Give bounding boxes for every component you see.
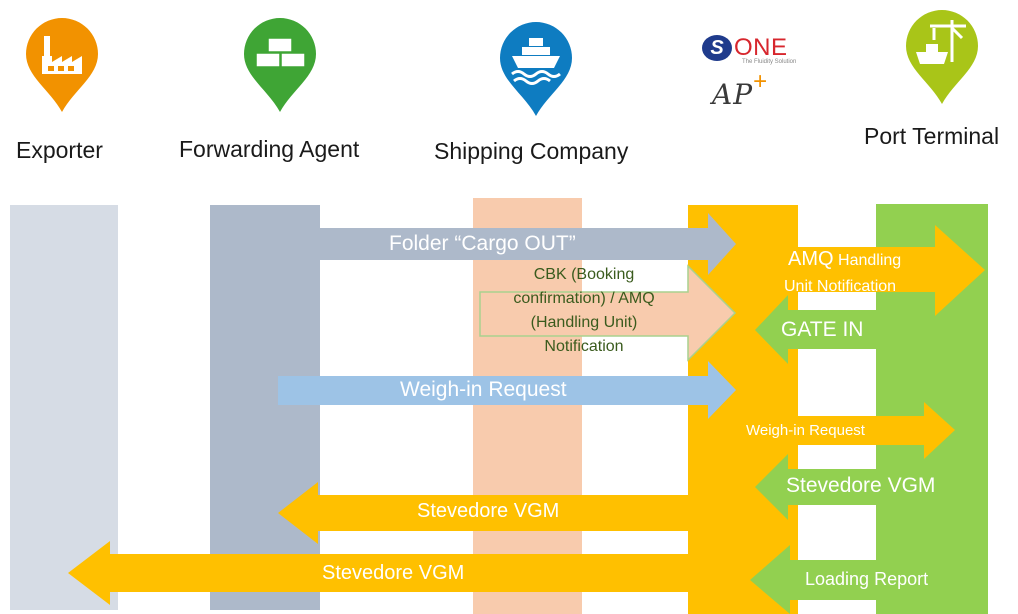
label-gate-in: GATE IN: [781, 318, 864, 341]
label-weigh-in-request-1: Weigh-in Request: [400, 378, 567, 401]
logo-one-text: ONE: [734, 34, 788, 61]
label-cbk-line-1: CBK (Booking: [533, 266, 635, 283]
arrow-cbk: [479, 264, 737, 362]
arrow-stevedore-vgm-1: [755, 454, 876, 520]
logo-ap-mark: +: [753, 68, 768, 95]
arrow-weigh-in-request-1: [278, 361, 736, 419]
label-amq-line-2: Unit Notification: [784, 278, 897, 295]
label-amq-line-1: AMQ Handling: [788, 248, 901, 271]
label-cbk-line-2: confirmation) / AMQ: [513, 290, 655, 307]
label-stevedore-vgm-2: Stevedore VGM: [417, 500, 560, 522]
label-cbk: CBK (Booking confirmation) / AMQ (Handli…: [480, 263, 688, 359]
ship-icon: [500, 22, 572, 116]
crane-ship-icon: [906, 10, 978, 104]
actor-label-forwarding-agent: Forwarding Agent: [179, 136, 360, 162]
label-cbk-line-3: (Handling Unit): [530, 314, 638, 331]
label-amq-rest: Handling: [838, 252, 902, 269]
logo-one-tagline: The Fluidity Solution: [742, 59, 797, 65]
logo-ap-plus: AP+: [712, 68, 767, 111]
arrow-stevedore-vgm-3: [68, 541, 688, 605]
arrow-gate-in: [755, 295, 876, 364]
label-stevedore-vgm-3: Stevedore VGM: [322, 562, 465, 584]
factory-icon: [26, 18, 98, 112]
lane-shipping-company: [473, 198, 582, 614]
lane-exporter: [10, 205, 118, 610]
label-stevedore-vgm-1: Stevedore VGM: [786, 474, 936, 497]
lane-forwarding-agent: [210, 205, 320, 610]
logo-ap-text: AP: [712, 78, 754, 111]
arrow-stevedore-vgm-2: [278, 482, 688, 544]
logo-one-mark: S: [702, 35, 732, 61]
boxes-icon: [244, 18, 316, 112]
arrow-amq: [754, 225, 985, 316]
arrow-folder-cargo-out: [320, 213, 736, 275]
label-amq-main: AMQ: [788, 248, 834, 270]
label-folder-cargo-out: Folder “Cargo OUT”: [389, 232, 576, 255]
label-cbk-line-4: Notification: [544, 338, 624, 355]
label-weigh-in-request-2: Weigh-in Request: [746, 422, 865, 439]
actor-label-port-terminal: Port Terminal: [864, 123, 1000, 149]
actor-label-exporter: Exporter: [16, 137, 103, 163]
actor-label-shipping-company: Shipping Company: [434, 138, 629, 164]
arrow-weigh-in-request-2: [735, 402, 955, 459]
arrow-loading-report: [750, 545, 988, 614]
label-loading-report: Loading Report: [805, 569, 929, 589]
